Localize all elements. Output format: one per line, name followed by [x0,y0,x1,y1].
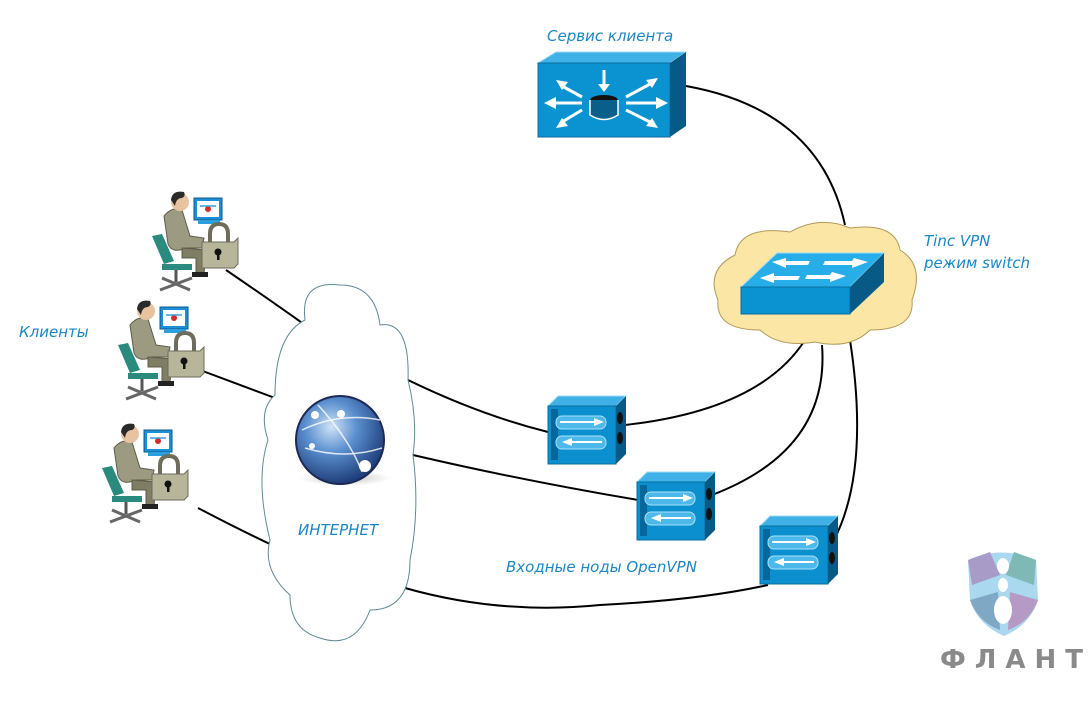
link-node3-tinc [833,339,859,541]
link-internet-node2 [412,454,639,501]
entry-nodes-label: Входные ноды OpenVPN [506,558,697,576]
link-node1-tinc [624,339,806,426]
internet-label: ИНТЕРНЕТ [298,521,379,539]
clients-label: Клиенты [19,323,89,341]
link-client2-internet [199,369,276,399]
link-client1-internet [225,269,306,326]
openvpn-node-1 [547,395,627,465]
vpn-concentrator-icon [547,395,627,465]
user-workstation-lock-icon [150,189,240,292]
openvpn-node-3 [759,515,839,585]
switch-icon [739,252,886,315]
link-node2-tinc [711,344,824,496]
client-1 [150,189,240,292]
link-internet-node3 [404,584,769,609]
vpn-concentrator-icon [759,515,839,585]
service-label: Сервис клиента [547,27,674,45]
user-workstation-lock-icon [100,421,190,524]
multilayer-switch-icon [536,51,688,138]
tinc-vpn-label: Tinc VPN [924,232,991,250]
openvpn-node-2 [636,471,716,541]
link-service-tinc [685,85,846,226]
logo-text: ФЛАНТ [940,645,1091,675]
tinc-mode-label: режим switch [924,254,1030,272]
link-internet-node1 [407,379,549,433]
user-workstation-lock-icon [116,298,206,401]
client-3 [100,421,190,524]
globe-icon [295,395,390,486]
link-client3-internet [197,507,273,546]
client-2 [116,298,206,401]
vpn-concentrator-icon [636,471,716,541]
connections [197,85,859,609]
flant-logo-icon [968,552,1038,636]
